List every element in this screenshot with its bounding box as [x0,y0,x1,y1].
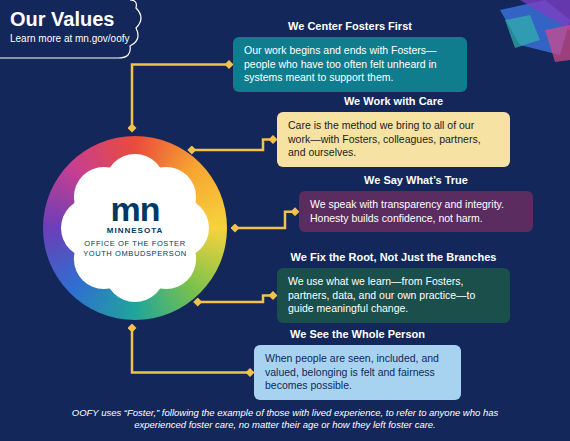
connector-line [132,64,229,128]
value-node: We Fix the Root, Not Just the BranchesWe… [277,251,510,323]
connector-line [192,139,273,150]
value-heading: We Center Fosters First [233,20,467,32]
value-text: We use what we learn—from Fosters, partn… [288,275,499,316]
connector-line [198,295,273,302]
corner-art [500,0,570,62]
value-node: We Say What’s True We speak with transpar… [299,174,533,232]
value-heading: We Work with Care [277,95,510,107]
value-node: We See the Whole PersonWhen people are s… [254,328,461,400]
value-node: We Work with CareCare is the method we b… [277,95,510,167]
state-name: MINNESOTA [43,226,227,235]
value-box: We speak with transparency and integrity… [299,191,533,232]
value-node: We Center Fosters FirstOur work begins a… [233,20,467,92]
value-heading: We See the Whole Person [254,328,461,340]
subtitle-label: Learn more at mn.gov/oofy [10,33,130,44]
value-heading: We Say What’s True [299,174,533,186]
value-box: Care is the method we bring to all of ou… [277,112,510,167]
caption: OOFY uses “Foster,” following the exampl… [70,407,500,431]
title: Our Values [10,8,115,31]
office-name: OFFICE OF THE FOSTER YOUTH OMBUDSPERSON [75,239,195,259]
logo-circle: mnMINNESOTA OFFICE OF THE FOSTER YOUTH OM… [43,136,227,320]
value-text: Our work begins and ends with Fosters—pe… [244,44,456,85]
value-text: Care is the method we bring to all of ou… [288,119,499,160]
value-box: When people are seen, included, and valu… [254,345,461,400]
connector-line [132,328,250,372]
value-text: When people are seen, included, and valu… [265,352,450,393]
value-text: We speak with transparency and integrity… [310,198,522,225]
title-cloud-outline [0,0,141,58]
value-heading: We Fix the Root, Not Just the Branches [277,251,510,263]
value-box: We use what we learn—from Fosters, partn… [277,268,510,323]
value-box: Our work begins and ends with Fosters—pe… [233,37,467,92]
logo-mark: mn [43,192,227,226]
connector-line [235,212,295,228]
